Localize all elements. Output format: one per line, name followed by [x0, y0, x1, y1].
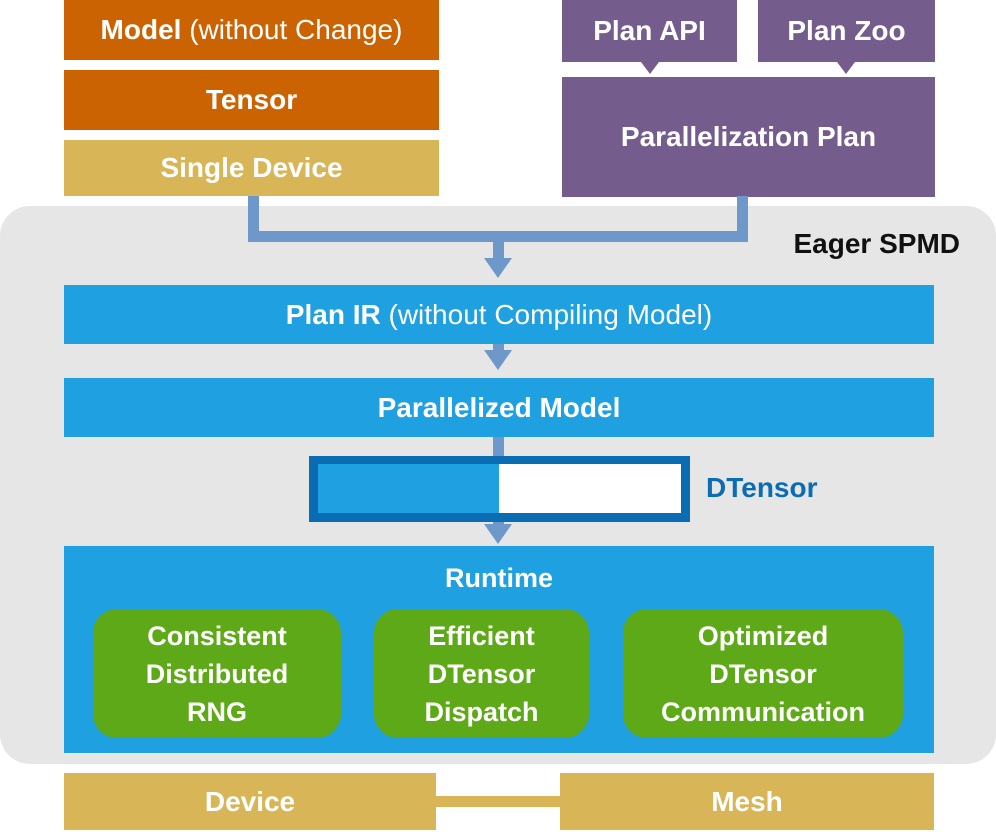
plan-zoo-pointer-icon	[837, 62, 855, 74]
connector-model-to-dtensor	[493, 437, 504, 456]
plan-ir-label-rest: (without Compiling Model)	[388, 298, 713, 330]
rng-line-3: RNG	[187, 696, 247, 727]
parallelization-plan-box: Parallelization Plan	[562, 77, 935, 197]
communication-line-2: DTensor	[709, 658, 817, 689]
dispatch-line-1: Efficient	[428, 620, 535, 651]
dispatch-line-2: DTensor	[427, 658, 536, 689]
single-device-label: Single Device	[160, 152, 343, 184]
mesh-label: Mesh	[711, 785, 783, 817]
plan-api-label: Plan API	[593, 15, 706, 47]
mesh-box: Mesh	[560, 773, 934, 830]
connector-down-stem	[493, 231, 504, 259]
arrow-to-runtime-icon	[484, 524, 512, 544]
plan-ir-box: Plan IR (without Compiling Model)	[64, 285, 934, 344]
dtensor-empty-half	[499, 464, 681, 513]
model-label-bold: Model	[100, 14, 182, 46]
rng-line-1: Consistent	[147, 620, 287, 651]
plan-api-pointer-icon	[641, 62, 659, 74]
device-label: Device	[204, 785, 296, 817]
plan-zoo-box: Plan Zoo	[758, 0, 935, 62]
parallelized-model-label: Parallelized Model	[377, 391, 621, 423]
connector-plan-ir-stem	[493, 344, 504, 352]
device-box: Device	[64, 773, 436, 830]
connector-left-vertical	[248, 196, 259, 242]
tensor-label: Tensor	[205, 84, 298, 116]
plan-api-box: Plan API	[562, 0, 737, 62]
device-mesh-connector	[436, 796, 560, 807]
dtensor-label: DTensor	[706, 472, 818, 503]
runtime-component-rng: Consistent Distributed RNG	[93, 609, 341, 738]
eager-spmd-title: Eager SPMD	[793, 228, 961, 259]
communication-line-3: Communication	[660, 696, 865, 727]
arrow-to-parallelized-model-icon	[484, 350, 512, 370]
parallelized-model-box: Parallelized Model	[64, 378, 934, 437]
plan-zoo-label: Plan Zoo	[787, 15, 906, 47]
dtensor-shape	[309, 456, 690, 522]
dtensor-filled-half	[318, 464, 499, 513]
runtime-component-dispatch: Efficient DTensor Dispatch	[374, 609, 589, 738]
rng-line-2: Distributed	[145, 658, 289, 689]
connector-right-vertical	[737, 196, 748, 242]
runtime-title: Runtime	[445, 563, 553, 593]
arrow-to-plan-ir-icon	[484, 258, 512, 278]
runtime-component-communication: Optimized DTensor Communication	[623, 609, 903, 738]
communication-line-1: Optimized	[697, 620, 829, 651]
model-label-rest: (without Change)	[189, 14, 403, 46]
single-device-box: Single Device	[64, 140, 439, 196]
parallelization-plan-label: Parallelization Plan	[620, 121, 877, 153]
dispatch-line-3: Dispatch	[424, 696, 539, 727]
model-box: Model (without Change)	[64, 0, 439, 60]
plan-ir-label-bold: Plan IR	[285, 298, 381, 330]
tensor-box: Tensor	[64, 70, 439, 130]
